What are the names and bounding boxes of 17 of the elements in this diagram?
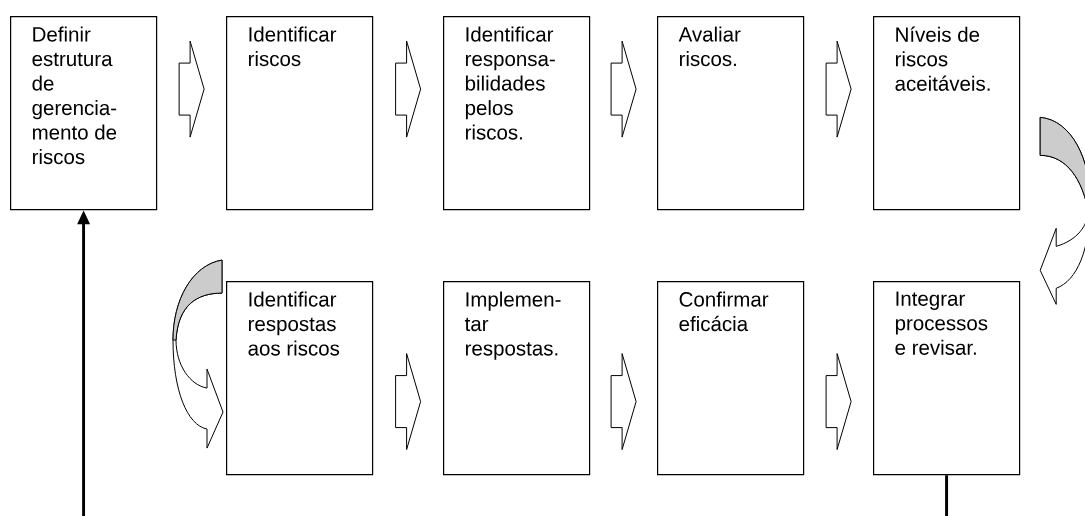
process-box: Confirmar eficácia: [657, 281, 805, 476]
block-arrow: [610, 40, 637, 138]
process-box: Definir estrutura de gerencia- mento de riscos: [10, 16, 158, 211]
block-arrow: [395, 40, 422, 138]
curved-arrow: [172, 259, 224, 449]
process-box: Integrar processos e revisar.: [873, 281, 1021, 476]
block-arrow: [825, 40, 852, 138]
block-arrow: [178, 40, 205, 138]
process-box: Identificar respostas aos riscos: [226, 281, 374, 476]
connector-line: [945, 475, 949, 516]
process-box: Identificar responsa- bilidades pelos riscos.: [443, 16, 591, 211]
curved-arrow: [1039, 116, 1085, 305]
process-box: Implemen- tar respostas.: [443, 281, 591, 476]
process-box: Níveis de riscos aceitáveis.: [873, 16, 1021, 211]
process-box: Avaliar riscos.: [657, 16, 805, 211]
process-box: Identificar riscos: [226, 16, 374, 211]
block-arrow: [395, 353, 422, 451]
